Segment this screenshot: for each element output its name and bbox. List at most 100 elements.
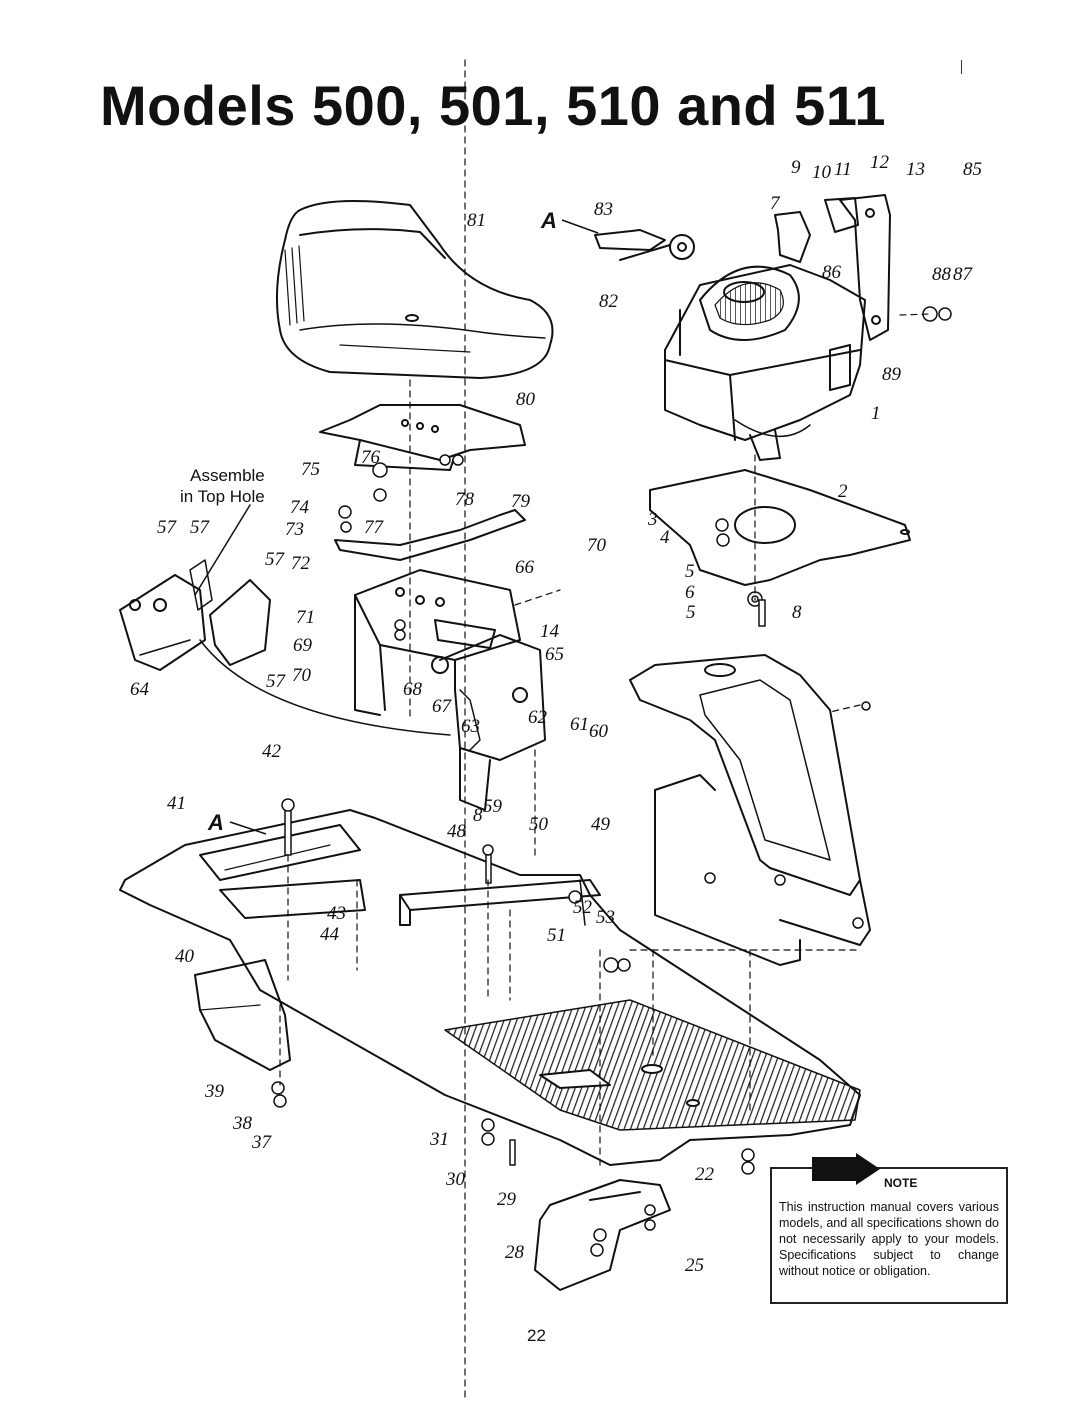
seat xyxy=(275,200,554,379)
page-number: 22 xyxy=(527,1326,546,1345)
part-number-77: 77 xyxy=(364,517,383,538)
assembly-curve xyxy=(199,639,451,736)
part-number-1: 1 xyxy=(871,403,881,424)
part-number-66: 66 xyxy=(515,557,534,578)
part-number-50: 50 xyxy=(529,814,548,835)
margin-tick xyxy=(961,60,962,74)
assemble-leader xyxy=(194,504,251,596)
part-number-43: 43 xyxy=(327,903,346,924)
note-label: NOTE xyxy=(882,1176,920,1190)
blower-bracket xyxy=(839,194,891,341)
part-number-57c: 57 xyxy=(265,549,284,570)
part-number-87: 87 xyxy=(953,264,972,285)
part-number-88: 88 xyxy=(932,264,951,285)
part-number-14: 14 xyxy=(540,621,559,642)
part-number-12: 12 xyxy=(870,152,889,173)
side-panels xyxy=(119,559,271,671)
part-number-38: 38 xyxy=(233,1113,252,1134)
part-number-10: 10 xyxy=(812,162,831,183)
part-number-81: 81 xyxy=(467,210,486,231)
part-number-63: 63 xyxy=(461,716,480,737)
marker-a-top-leader xyxy=(561,219,599,234)
engine-mount-plate xyxy=(649,469,911,586)
part-number-25: 25 xyxy=(685,1255,704,1276)
seat-support-housing xyxy=(354,569,521,716)
part-number-9: 9 xyxy=(791,157,801,178)
part-number-85: 85 xyxy=(963,159,982,180)
part-number-79: 79 xyxy=(511,491,530,512)
part-number-4: 4 xyxy=(660,527,670,548)
assemble-note: Assemble in Top Hole xyxy=(180,465,265,507)
fasteners xyxy=(271,306,952,1257)
part-number-57d: 57 xyxy=(266,671,285,692)
part-number-42: 42 xyxy=(262,741,281,762)
part-number-5b: 5 xyxy=(686,602,696,623)
frame xyxy=(119,809,861,1166)
page-title: Models 500, 501, 510 and 511 xyxy=(100,74,887,137)
part-number-11: 11 xyxy=(834,159,852,180)
part-number-5a: 5 xyxy=(685,561,695,582)
seat-bracket xyxy=(319,404,526,471)
part-number-41: 41 xyxy=(167,793,186,814)
arrow-icon xyxy=(812,1153,880,1185)
part-number-70b: 70 xyxy=(292,665,311,686)
part-number-22: 22 xyxy=(695,1164,714,1185)
part-number-53: 53 xyxy=(596,907,615,928)
part-number-80: 80 xyxy=(516,389,535,410)
part-number-57a: 57 xyxy=(157,517,176,538)
fender-console xyxy=(629,654,871,966)
front-bracket xyxy=(534,1179,671,1291)
part-number-83: 83 xyxy=(594,199,613,220)
adjusting-plate xyxy=(431,634,546,811)
part-number-44: 44 xyxy=(320,924,339,945)
part-number-59: 59 xyxy=(483,796,502,817)
assemble-note-line-2: in Top Hole xyxy=(180,487,265,506)
section-marker-a-top: A xyxy=(541,208,557,233)
part-number-8b: 8 xyxy=(473,805,483,826)
part-number-48: 48 xyxy=(447,821,466,842)
assembly-lines xyxy=(279,59,931,1401)
part-number-62: 62 xyxy=(528,707,547,728)
part-number-60: 60 xyxy=(589,721,608,742)
engine xyxy=(664,264,866,461)
part-number-89: 89 xyxy=(882,364,901,385)
rear-deflector xyxy=(194,959,291,1071)
note-text: This instruction manual covers various m… xyxy=(779,1200,999,1278)
note-box: NOTE This instruction manual covers vari… xyxy=(770,1153,1008,1304)
part-number-65: 65 xyxy=(545,644,564,665)
part-number-3: 3 xyxy=(648,509,658,530)
part-number-40: 40 xyxy=(175,946,194,967)
section-marker-a-bottom: A xyxy=(208,810,224,835)
part-number-73: 73 xyxy=(285,519,304,540)
part-number-2: 2 xyxy=(838,481,848,502)
part-number-13: 13 xyxy=(906,159,925,180)
part-number-78: 78 xyxy=(455,489,474,510)
control-cable xyxy=(594,229,695,261)
part-number-69: 69 xyxy=(293,635,312,656)
part-number-57b: 57 xyxy=(190,517,209,538)
part-number-30: 30 xyxy=(446,1169,465,1190)
part-number-52: 52 xyxy=(573,897,592,918)
pivot-bracket xyxy=(334,509,526,561)
part-number-49: 49 xyxy=(591,814,610,835)
part-number-70a: 70 xyxy=(587,535,606,556)
part-number-37: 37 xyxy=(252,1132,271,1153)
part-number-39: 39 xyxy=(205,1081,224,1102)
part-number-72: 72 xyxy=(291,553,310,574)
part-number-67: 67 xyxy=(432,696,451,717)
part-number-71: 71 xyxy=(296,607,315,628)
part-number-6: 6 xyxy=(685,582,695,603)
part-number-76: 76 xyxy=(361,447,380,468)
part-number-64: 64 xyxy=(130,679,149,700)
throttle-bracket xyxy=(774,211,811,263)
part-number-31: 31 xyxy=(430,1129,449,1150)
part-number-82: 82 xyxy=(599,291,618,312)
marker-a-bottom-leader xyxy=(229,821,267,835)
part-number-28: 28 xyxy=(505,1242,524,1263)
assemble-note-line-1: Assemble xyxy=(190,466,265,485)
part-number-51: 51 xyxy=(547,925,566,946)
part-number-7: 7 xyxy=(770,193,780,214)
part-number-75: 75 xyxy=(301,459,320,480)
part-number-29: 29 xyxy=(497,1189,516,1210)
